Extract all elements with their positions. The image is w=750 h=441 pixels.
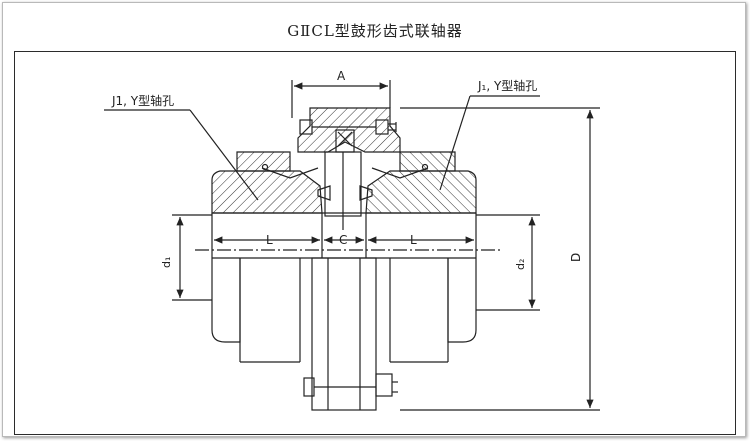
dim-d-label: D [569, 253, 583, 262]
right-hub-section [365, 151, 477, 214]
leader-lines [104, 95, 540, 201]
dimension-a [291, 80, 391, 118]
drawing-title: GⅡCL型鼓形齿式联轴器 [287, 22, 463, 40]
left-hub-section [211, 151, 323, 214]
dim-a-label: A [337, 69, 346, 83]
sleeve-section [297, 107, 401, 153]
dim-l-left-label: L [266, 233, 273, 247]
left-bore-label: J1, Y型轴孔 [111, 93, 174, 108]
image-frame [2, 2, 746, 437]
dimension-d1 [172, 214, 212, 301]
lower-outline [211, 257, 477, 411]
dim-d2-label: d₂ [514, 259, 527, 270]
gear-teeth [261, 163, 429, 201]
dimension-d [400, 107, 600, 411]
top-bolt [299, 119, 397, 135]
right-bore-label: J₁, Y型轴孔 [477, 78, 537, 93]
dimension-d2 [476, 214, 540, 311]
drawing-border [14, 51, 736, 435]
dim-l-right-label: L [410, 233, 417, 247]
dim-c-label: C [339, 233, 347, 247]
dim-d1-label: d₁ [160, 257, 173, 268]
